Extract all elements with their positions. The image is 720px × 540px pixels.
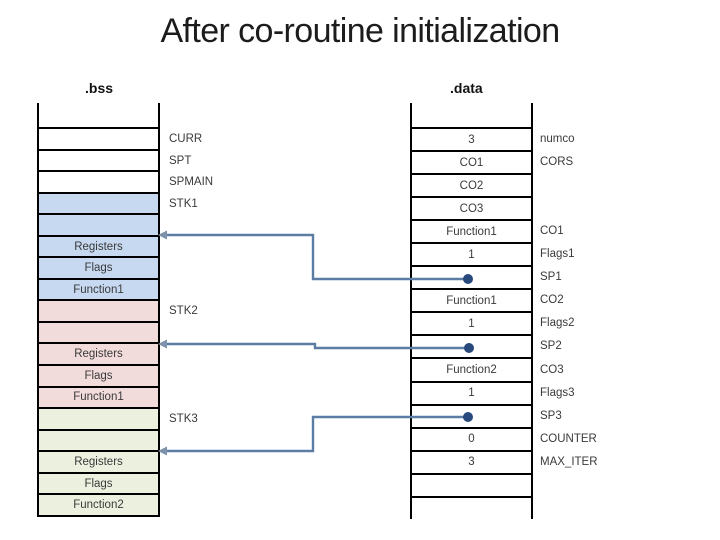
bss-cell-text: Function1	[73, 391, 124, 404]
data-row-3: CO2	[412, 175, 531, 199]
bss-cell-text: Registers	[74, 348, 123, 361]
bss-row-1	[39, 129, 158, 151]
data-row-15: 3	[412, 452, 531, 475]
data-row-12: 1	[412, 383, 531, 406]
bss-row-4	[39, 193, 158, 216]
data-cell-text: 3	[468, 456, 475, 469]
bss-label-STK2: STK2	[169, 305, 198, 318]
data-cell-text: CO3	[459, 202, 484, 215]
bss-label-SPMAIN: SPMAIN	[169, 176, 214, 189]
bss-row-7: Flags	[39, 258, 158, 280]
data-cell-text: 3	[468, 133, 475, 146]
bss-label-SPT: SPT	[169, 154, 192, 167]
data-cell-text: CO2	[459, 179, 484, 192]
bss-row-2	[39, 151, 158, 173]
data-cell-text: Function2	[446, 363, 497, 376]
data-label-SP1: SP1	[540, 271, 562, 284]
data-label-Flags1: Flags1	[540, 248, 575, 261]
data-row-8: Function1	[412, 290, 531, 314]
bss-row-14	[39, 409, 158, 431]
data-row-2: CO1	[412, 152, 531, 176]
data-label-numco: numco	[540, 133, 575, 145]
data-row-4: CO3	[412, 198, 531, 222]
data-cell-text: Function1	[446, 225, 497, 238]
data-cell-text: 1	[468, 317, 475, 330]
bss-row-6: Registers	[39, 236, 158, 259]
bss-row-18: Function2	[39, 495, 158, 517]
data-row-10	[412, 336, 531, 360]
bss-row-3	[39, 172, 158, 194]
bss-row-13: Function1	[39, 387, 158, 410]
bss-row-9	[39, 301, 158, 323]
bss-row-8: Function1	[39, 279, 158, 302]
bss-row-17: Flags	[39, 473, 158, 496]
bss-row-5	[39, 215, 158, 237]
page-title: After co-routine initialization	[160, 12, 560, 50]
data-cell-text: 1	[468, 387, 475, 400]
bss-label-STK1: STK1	[169, 197, 198, 210]
bss-cell-text: Flags	[84, 262, 113, 275]
data-row-0	[412, 103, 531, 129]
bss-cell-text: Registers	[74, 240, 123, 253]
bss-row-15	[39, 430, 158, 453]
data-row-9: 1	[412, 313, 531, 337]
bss-segment-heading: .bss	[85, 80, 114, 96]
bss-cell-text: Function2	[73, 499, 124, 512]
bss-cell-text: Flags	[84, 477, 113, 490]
data-row-6: 1	[412, 244, 531, 268]
bss-cell-text: Flags	[84, 369, 113, 382]
bss-row-16: Registers	[39, 452, 158, 474]
data-row-11: Function2	[412, 359, 531, 383]
bss-row-12: Flags	[39, 366, 158, 388]
data-row-17	[412, 498, 531, 519]
data-row-13	[412, 406, 531, 429]
data-label-MAX_ITER: MAX_ITER	[540, 455, 598, 468]
data-row-7	[412, 267, 531, 291]
data-label-Flags2: Flags2	[540, 317, 575, 330]
bss-row-10	[39, 322, 158, 345]
data-label-SP2: SP2	[540, 340, 562, 353]
data-segment-heading: .data	[450, 80, 483, 96]
data-cell-text: CO1	[459, 156, 484, 169]
bss-label-CURR: CURR	[169, 133, 203, 145]
bss-row-11: Registers	[39, 344, 158, 367]
bss-cell-text: Registers	[74, 455, 123, 468]
data-row-14: 0	[412, 429, 531, 452]
data-label-Flags3: Flags3	[540, 386, 575, 399]
bss-cell-text: Function1	[73, 283, 124, 296]
data-row-1: 3	[412, 129, 531, 153]
data-label-CO1: CO1	[540, 225, 564, 238]
bss-row-0	[39, 103, 158, 129]
data-label-SP3: SP3	[540, 409, 562, 422]
data-label-CORS: CORS	[540, 156, 574, 169]
bss-label-STK3: STK3	[169, 413, 198, 426]
data-row-16	[412, 475, 531, 498]
data-label-CO3: CO3	[540, 363, 564, 376]
data-label-CO2: CO2	[540, 294, 564, 307]
data-cell-text: 1	[468, 248, 475, 261]
data-cell-text: 0	[468, 433, 475, 446]
data-row-5: Function1	[412, 221, 531, 245]
data-label-COUNTER: COUNTER	[540, 432, 597, 445]
data-cell-text: Function1	[446, 294, 497, 307]
